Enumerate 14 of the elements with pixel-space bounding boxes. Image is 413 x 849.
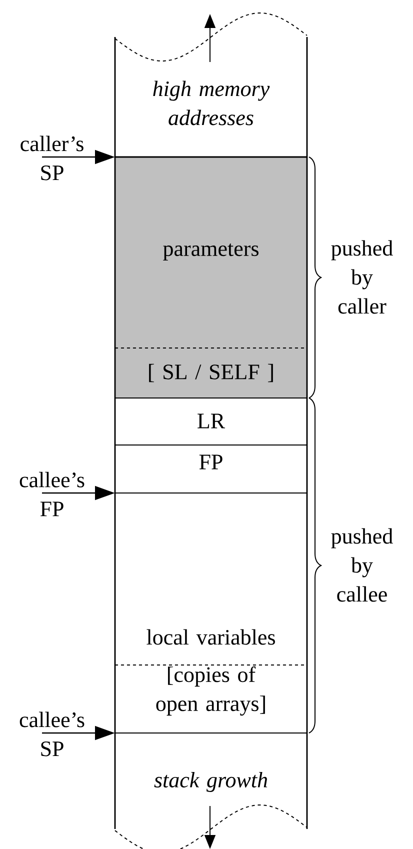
cell-label: FP <box>199 454 222 470</box>
pointer-label: callee’s FP <box>20 472 84 516</box>
pointer-label: caller’s SP <box>20 136 84 180</box>
stack-cell: [ SL / SELF ] <box>115 348 307 398</box>
brace-label: pushed by caller <box>331 240 393 314</box>
region-label: high memory addresses <box>153 80 270 126</box>
cell-label: [copies of open arrays] <box>156 666 265 716</box>
brace-label: pushed by callee <box>331 528 393 602</box>
cell-label: local variables <box>146 629 275 645</box>
cell-label: LR <box>198 414 226 428</box>
region-label: stack growth <box>154 772 268 792</box>
node-label: [ SL / SELF ] <box>149 364 273 382</box>
pointer-label: callee’s SP <box>20 712 84 756</box>
node-label: parameters <box>163 243 258 261</box>
